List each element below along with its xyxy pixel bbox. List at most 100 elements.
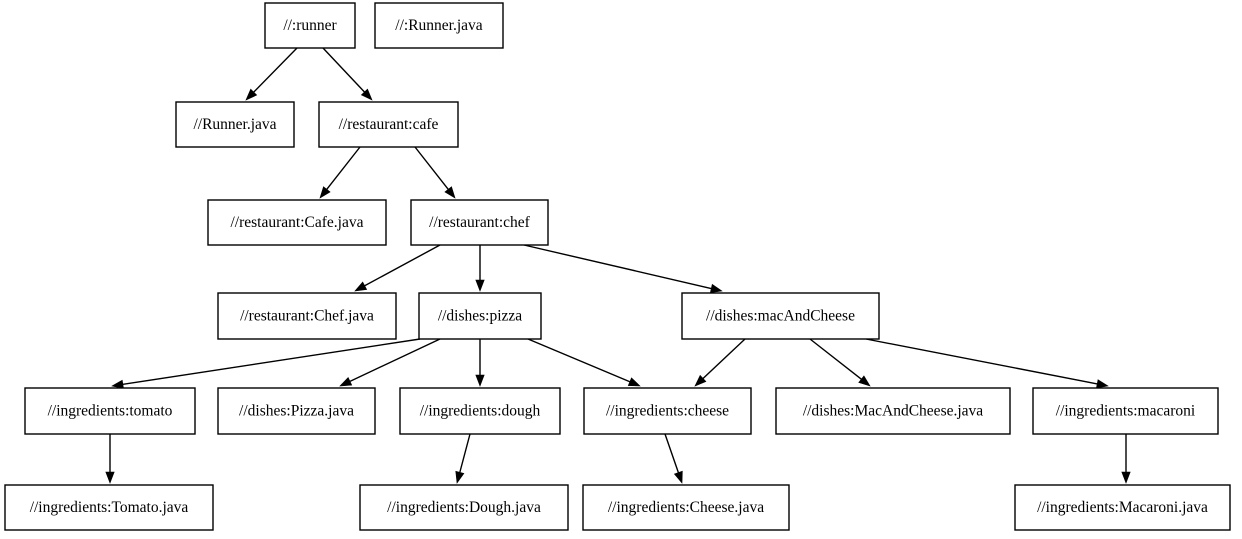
- edge-arrowhead-icon: [245, 88, 258, 101]
- node-box[interactable]: [175, 101, 295, 148]
- edge-arrowhead-icon: [455, 470, 465, 484]
- graph-edge: [322, 47, 373, 101]
- edge-arrowhead-icon: [709, 283, 723, 293]
- edge-arrowhead-icon: [1096, 379, 1109, 389]
- edge-arrowhead-icon: [475, 374, 485, 387]
- graph-node-dishes_mac_java[interactable]: //dishes:MacAndCheese.java: [775, 387, 1011, 435]
- node-label: //ingredients:macaroni: [1056, 403, 1196, 420]
- edge-line: [523, 244, 712, 290]
- graph-node-ing_macaroni[interactable]: //ingredients:macaroni: [1032, 387, 1219, 435]
- node-label: //ingredients:cheese: [606, 403, 729, 420]
- graph-node-dishes_pizza_java[interactable]: //dishes:Pizza.java: [217, 387, 376, 435]
- node-box[interactable]: [24, 387, 196, 435]
- edge-line: [459, 433, 471, 473]
- edge-arrowhead-icon: [673, 470, 683, 484]
- node-box[interactable]: [207, 199, 387, 246]
- graph-edge: [527, 338, 641, 387]
- node-box[interactable]: [318, 101, 459, 148]
- graph-edge: [111, 338, 421, 389]
- graph-node-dishes_macandcheese[interactable]: //dishes:macAndCheese: [681, 292, 880, 340]
- graph-edge: [414, 146, 456, 199]
- node-label: //dishes:macAndCheese: [706, 308, 855, 325]
- edge-line: [664, 433, 680, 473]
- graph-node-ing_tomato[interactable]: //ingredients:tomato: [24, 387, 196, 435]
- graph-node-ing_macaroni_java[interactable]: //ingredients:Macaroni.java: [1014, 484, 1231, 531]
- edge-layer: [105, 47, 1131, 484]
- node-box[interactable]: [418, 292, 542, 340]
- edge-line: [527, 338, 631, 383]
- edge-arrowhead-icon: [111, 379, 124, 389]
- graph-edge: [694, 338, 746, 387]
- graph-node-dishes_pizza[interactable]: //dishes:pizza: [418, 292, 542, 340]
- edge-arrowhead-icon: [858, 375, 871, 387]
- graph-node-runner_java_root[interactable]: //:Runner.java: [374, 2, 504, 49]
- graph-edge: [1121, 434, 1131, 484]
- edge-line: [253, 47, 298, 93]
- edge-arrowhead-icon: [339, 376, 353, 387]
- graph-node-restaurant_chef_java[interactable]: //restaurant:Chef.java: [217, 292, 397, 340]
- node-box[interactable]: [681, 292, 880, 340]
- node-label: //ingredients:Macaroni.java: [1037, 499, 1208, 516]
- graph-edge: [865, 338, 1109, 389]
- edge-line: [122, 338, 421, 386]
- node-box[interactable]: [775, 387, 1011, 435]
- node-label: //:runner: [283, 17, 337, 34]
- graph-node-restaurant_cafe[interactable]: //restaurant:cafe: [318, 101, 459, 148]
- node-label: //restaurant:Chef.java: [240, 308, 374, 325]
- graph-node-runner[interactable]: //:runner: [264, 2, 356, 49]
- node-box[interactable]: [399, 387, 561, 435]
- node-box[interactable]: [583, 387, 752, 435]
- graph-edge: [105, 434, 115, 484]
- node-box[interactable]: [374, 2, 504, 49]
- graph-edge: [319, 146, 361, 199]
- node-box[interactable]: [1014, 484, 1231, 531]
- edge-line: [414, 146, 449, 190]
- node-label: //ingredients:dough: [420, 403, 541, 420]
- node-label: //ingredients:tomato: [48, 403, 173, 420]
- graph-edge: [475, 339, 485, 387]
- node-label: //Runner.java: [193, 116, 276, 133]
- graph-node-ing_cheese[interactable]: //ingredients:cheese: [583, 387, 752, 435]
- graph-node-ing_dough_java[interactable]: //ingredients:Dough.java: [359, 484, 569, 531]
- node-box[interactable]: [359, 484, 569, 531]
- node-label: //dishes:Pizza.java: [239, 403, 354, 420]
- graph-node-ing_tomato_java[interactable]: //ingredients:Tomato.java: [4, 484, 214, 531]
- edge-line: [322, 47, 365, 93]
- node-box[interactable]: [264, 2, 356, 49]
- edge-line: [865, 338, 1098, 385]
- graph-node-restaurant_cafe_java[interactable]: //restaurant:Cafe.java: [207, 199, 387, 246]
- node-label: //dishes:pizza: [438, 308, 522, 325]
- graph-edge: [354, 244, 441, 292]
- node-label: //ingredients:Cheese.java: [608, 499, 764, 516]
- graph-edge: [664, 433, 683, 484]
- edge-line: [809, 338, 862, 380]
- node-box[interactable]: [217, 387, 376, 435]
- node-box[interactable]: [410, 199, 549, 246]
- edge-arrowhead-icon: [354, 281, 368, 292]
- edge-arrowhead-icon: [475, 279, 485, 292]
- edge-arrowhead-icon: [1121, 471, 1131, 484]
- edge-line: [326, 146, 361, 190]
- edge-arrowhead-icon: [105, 471, 115, 484]
- node-label: //ingredients:Tomato.java: [30, 499, 189, 516]
- graph-node-ing_cheese_java[interactable]: //ingredients:Cheese.java: [582, 484, 790, 531]
- edge-line: [364, 244, 441, 287]
- graph-edge: [455, 433, 471, 484]
- node-box[interactable]: [4, 484, 214, 531]
- node-box[interactable]: [582, 484, 790, 531]
- node-label: //ingredients:Dough.java: [387, 499, 541, 516]
- edge-arrowhead-icon: [319, 186, 331, 199]
- node-box[interactable]: [217, 292, 397, 340]
- edge-arrowhead-icon: [360, 88, 373, 101]
- node-label: //restaurant:chef: [429, 214, 531, 231]
- node-label: //dishes:MacAndCheese.java: [803, 403, 983, 420]
- node-label: //:Runner.java: [395, 17, 483, 34]
- graph-node-restaurant_chef[interactable]: //restaurant:chef: [410, 199, 549, 246]
- node-box[interactable]: [1032, 387, 1219, 435]
- graph-node-runner_java[interactable]: //Runner.java: [175, 101, 295, 148]
- graph-edge: [339, 338, 441, 387]
- graph-node-ing_dough[interactable]: //ingredients:dough: [399, 387, 561, 435]
- graph-edge: [523, 244, 723, 293]
